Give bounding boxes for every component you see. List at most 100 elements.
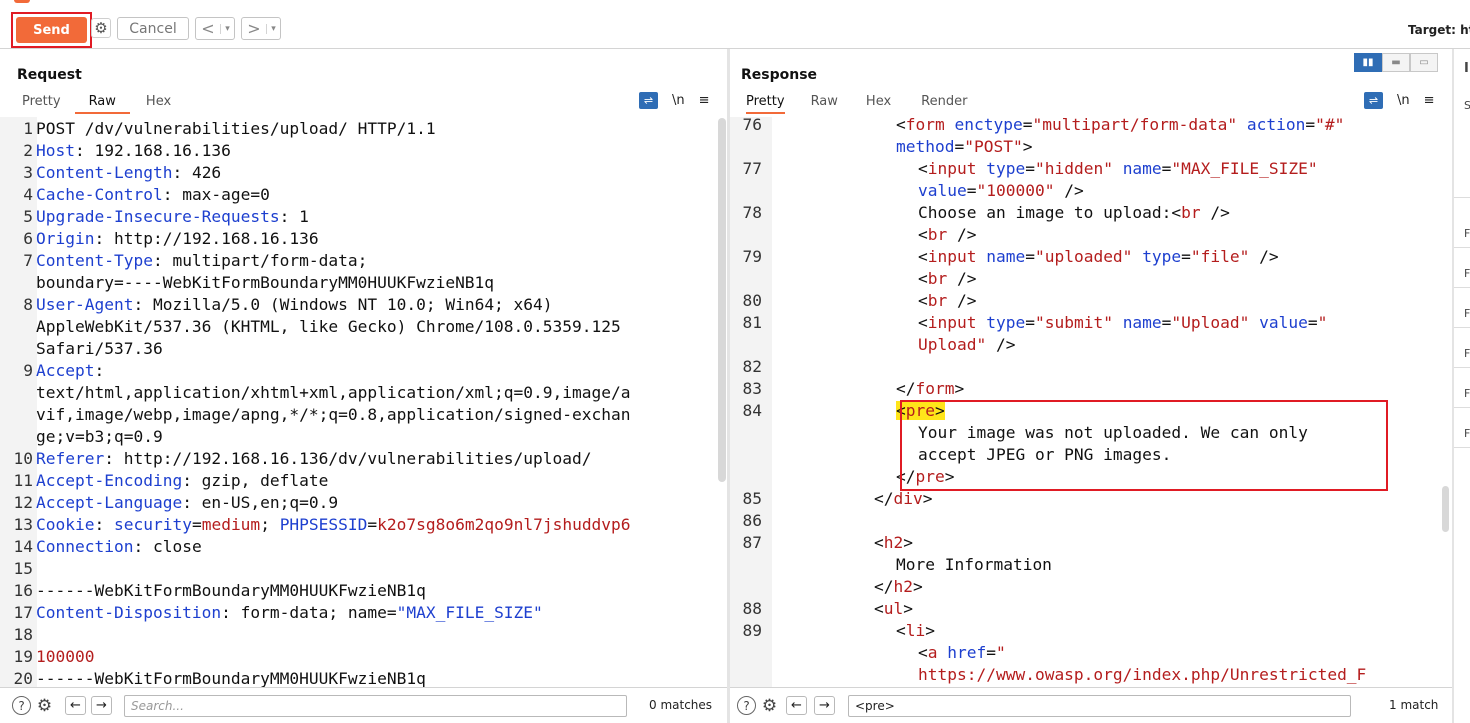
code-text: Upgrade-Insecure-Requests: 1: [36, 206, 309, 228]
tab-hex[interactable]: Hex: [865, 94, 892, 109]
line-number: 16: [13, 581, 34, 600]
forward-arrow-icon[interactable]: >: [247, 19, 261, 38]
code-text: Accept:: [36, 360, 104, 382]
response-match-count: 1 match: [1389, 698, 1439, 712]
response-search-input[interactable]: <pre>: [848, 695, 1351, 717]
search-previous-icon[interactable]: ←: [786, 696, 807, 715]
newline-toggle-icon[interactable]: \n: [672, 93, 685, 108]
tab-raw[interactable]: Raw: [74, 94, 130, 114]
request-search-input[interactable]: Search...: [124, 695, 627, 717]
response-editor[interactable]: 76<form enctype="multipart/form-data" ac…: [730, 114, 1442, 687]
cancel-button[interactable]: Cancel: [117, 17, 189, 40]
search-previous-icon[interactable]: ←: [65, 696, 86, 715]
line-number: 77: [742, 159, 763, 178]
code-text: ge;v=b3;q=0.9: [36, 426, 163, 448]
header-value: : close: [133, 537, 202, 556]
cookie-eq1: =: [191, 515, 202, 534]
code-line: 15: [0, 558, 716, 580]
inspector-label[interactable]: I: [1464, 61, 1469, 76]
side-divider[interactable]: [1452, 49, 1454, 723]
layout-tabbed-button[interactable]: ▭: [1410, 53, 1438, 72]
header-key: User-Agent: [36, 295, 134, 314]
inspector-section[interactable]: F: [1464, 347, 1470, 360]
search-settings-gear-icon[interactable]: ⚙: [761, 695, 778, 716]
header-value: ------WebKitFormBoundaryMM0HUUKFwzieNB1q: [36, 669, 426, 687]
code-line: 16------WebKitFormBoundaryMM0HUUKFwzieNB…: [0, 580, 716, 602]
line-number: 89: [742, 621, 763, 640]
inspector-section[interactable]: S: [1464, 99, 1470, 112]
header-value: : en-US,en;q=0.9: [182, 493, 339, 512]
request-search-bar: ? ⚙ ← → Search... 0 matches: [0, 687, 727, 723]
header-value: : 426: [172, 163, 222, 182]
search-settings-gear-icon[interactable]: ⚙: [36, 695, 53, 716]
code-text: vif,image/webp,image/apng,*/*;q=0.8,appl…: [36, 404, 631, 426]
response-scrollbar[interactable]: [1442, 486, 1449, 532]
header-key: Cookie: [36, 515, 95, 534]
inspector-section[interactable]: F: [1464, 387, 1470, 400]
tab-render[interactable]: Render: [921, 94, 968, 109]
forward-nav-group[interactable]: > ▾: [241, 17, 281, 40]
header-value: :: [94, 361, 105, 380]
settings-gear-icon[interactable]: ⚙: [91, 18, 111, 38]
line-number: 88: [742, 599, 763, 618]
request-tabs: Pretty Raw Hex: [22, 94, 201, 114]
error-message-annotation: [900, 400, 1388, 491]
request-match-count: 0 matches: [649, 698, 713, 712]
newline-toggle-icon[interactable]: \n: [1397, 93, 1410, 108]
inspector-section[interactable]: F: [1464, 227, 1470, 240]
cookie-v1: medium: [201, 515, 261, 534]
target-label[interactable]: Target: ht: [1408, 23, 1470, 37]
tab-pretty[interactable]: Pretty: [22, 94, 61, 109]
tab-pretty[interactable]: Pretty: [746, 94, 785, 114]
divider: [1454, 447, 1470, 448]
tab-accent: [14, 0, 30, 3]
line-number: 2: [23, 141, 33, 160]
inspector-section[interactable]: F: [1464, 307, 1470, 320]
menu-icon[interactable]: ≡: [1423, 93, 1435, 108]
divider: [1454, 327, 1470, 328]
help-icon[interactable]: ?: [12, 696, 31, 715]
wrap-lines-icon[interactable]: ⇌: [1364, 92, 1383, 109]
inspector-section[interactable]: F: [1464, 267, 1470, 280]
layout-side-by-side-button[interactable]: ▮▮: [1354, 53, 1382, 72]
search-next-icon[interactable]: →: [91, 696, 112, 715]
send-button[interactable]: Send: [16, 17, 87, 43]
back-arrow-icon[interactable]: <: [201, 19, 215, 38]
layout-stacked-button[interactable]: ▬: [1382, 53, 1410, 72]
inspector-section[interactable]: F: [1464, 427, 1470, 440]
code-text: ------WebKitFormBoundaryMM0HUUKFwzieNB1q: [36, 668, 426, 687]
tab-hex[interactable]: Hex: [145, 94, 172, 109]
code-text: Host: 192.168.16.136: [36, 140, 231, 162]
header-key: Content-Disposition: [36, 603, 222, 622]
pane-divider[interactable]: [727, 49, 730, 723]
line-number: 17: [13, 603, 34, 622]
wrap-lines-icon[interactable]: ⇌: [639, 92, 658, 109]
menu-icon[interactable]: ≡: [698, 93, 710, 108]
help-icon[interactable]: ?: [737, 696, 756, 715]
divider: [1454, 407, 1470, 408]
request-scrollbar[interactable]: [718, 118, 726, 482]
code-text: Content-Length: 426: [36, 162, 221, 184]
line-number: 1: [23, 119, 33, 138]
back-nav-group[interactable]: < ▾: [195, 17, 235, 40]
search-next-icon[interactable]: →: [814, 696, 835, 715]
code-line: vif,image/webp,image/apng,*/*;q=0.8,appl…: [0, 404, 716, 426]
line-number: 87: [742, 533, 763, 552]
line-number: 12: [13, 493, 34, 512]
header-value: : multipart/form-data;: [152, 251, 368, 270]
tab-raw[interactable]: Raw: [810, 94, 838, 109]
line-number: 7: [23, 251, 33, 270]
header-value: Safari/537.36: [36, 339, 163, 358]
back-dropdown-icon[interactable]: ▾: [220, 23, 234, 34]
line-number: 4: [23, 185, 33, 204]
forward-dropdown-icon[interactable]: ▾: [266, 23, 280, 34]
